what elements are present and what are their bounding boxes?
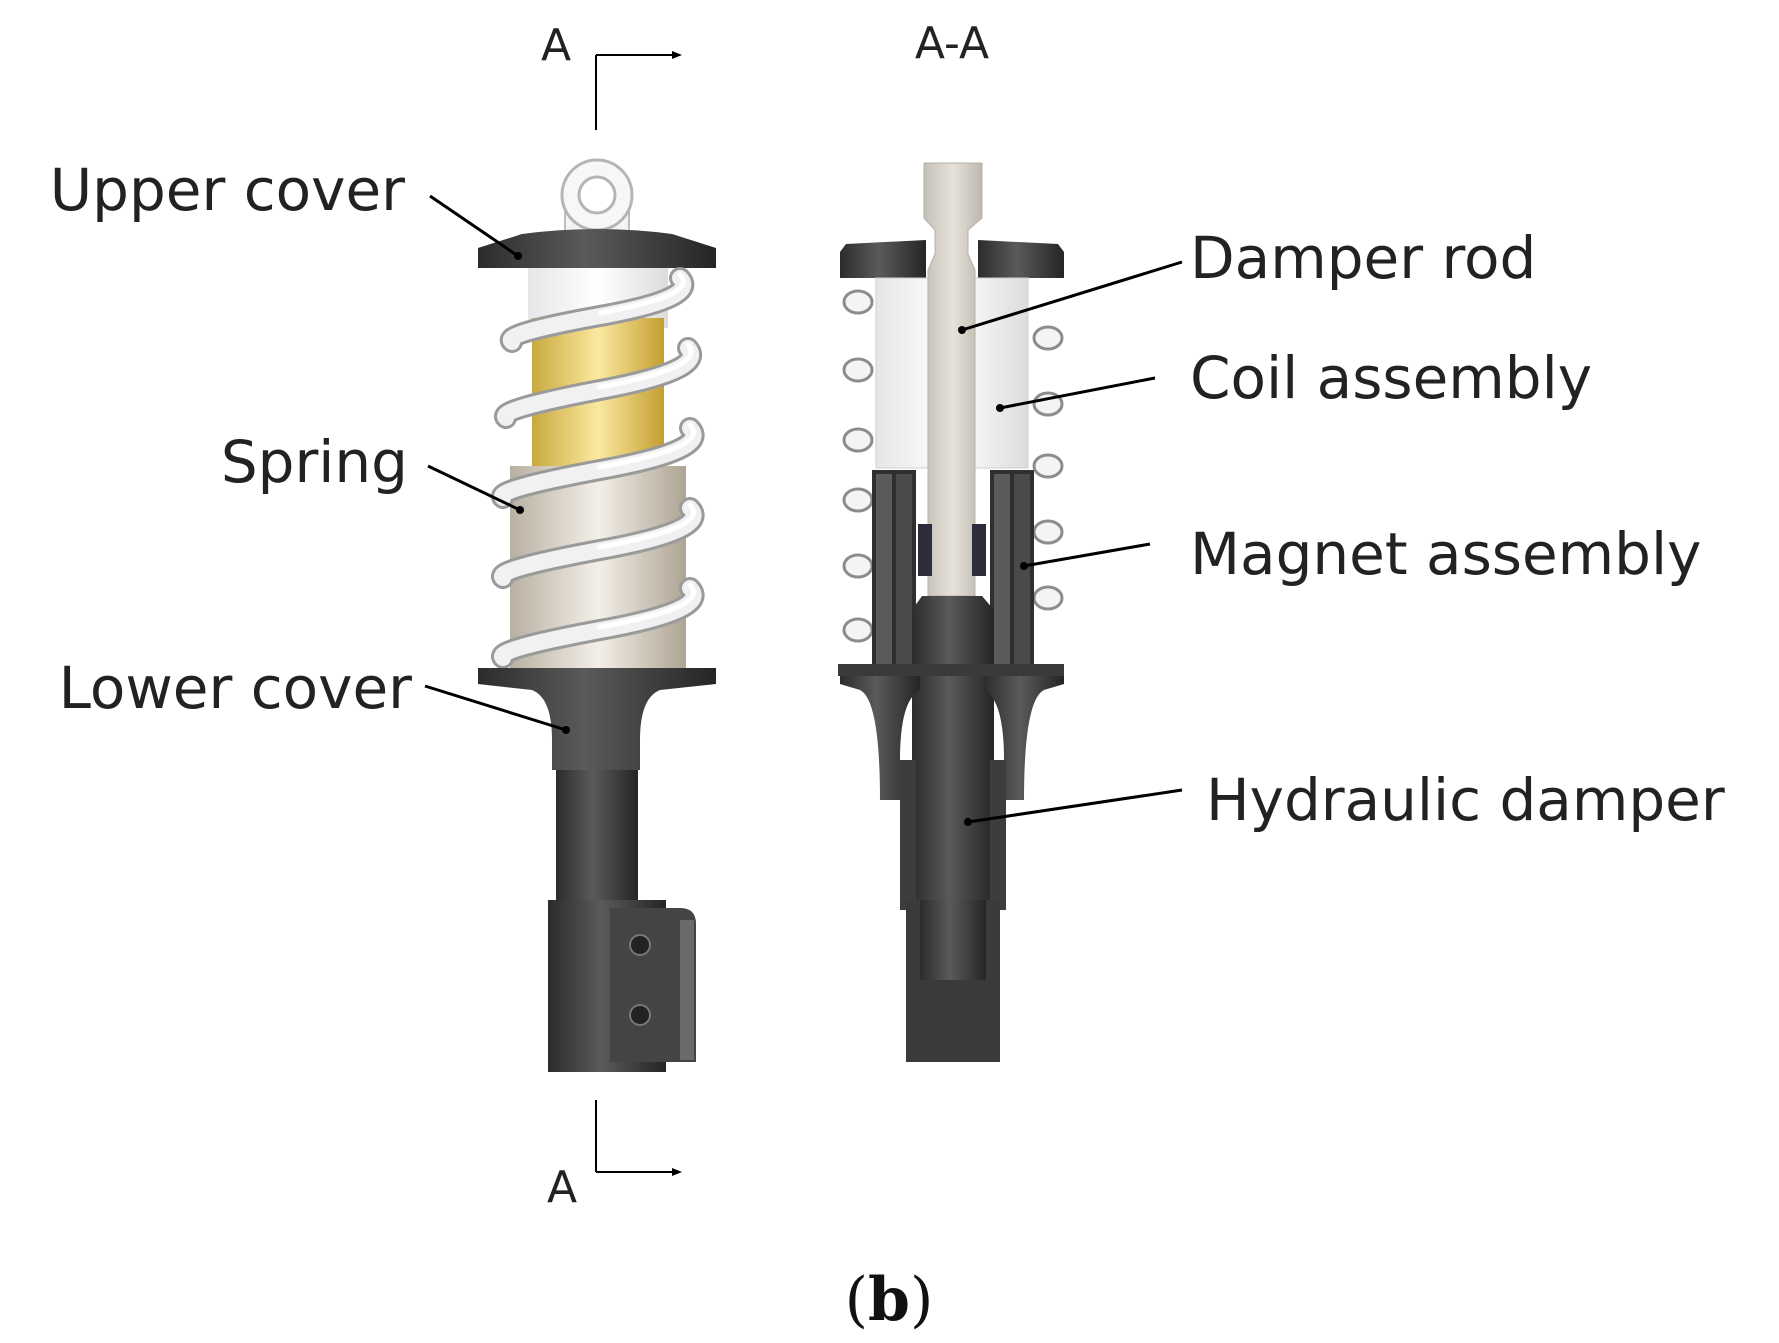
caption-open: ( — [845, 1265, 868, 1335]
figure-caption: (b) — [845, 1265, 934, 1335]
damper-tube — [556, 770, 638, 910]
section-lower-inner — [920, 900, 986, 980]
part-labels: Upper cover Spring Lower cover Damper ro… — [50, 156, 1725, 834]
leader-lines — [424, 194, 1183, 826]
upper-cover-part — [478, 229, 716, 268]
section-magnet-left — [872, 470, 916, 670]
bolt-hole-icon — [629, 1004, 651, 1026]
section-letter-top: A — [541, 20, 571, 71]
label-upper-cover: Upper cover — [50, 156, 405, 224]
label-damper-rod: Damper rod — [1190, 224, 1536, 292]
section-marker-top: A — [541, 20, 682, 130]
section-view — [838, 162, 1064, 1062]
section-hydraulic-cylinder — [912, 596, 994, 980]
section-arrow-bottom-icon — [672, 1168, 682, 1176]
spring-part — [490, 267, 705, 669]
leader-damper-rod — [961, 260, 1183, 332]
section-tube-wall-left — [900, 760, 916, 910]
lower-cover-part — [478, 668, 716, 770]
leader-upper-cover — [429, 194, 519, 258]
section-letter-bottom: A — [547, 1162, 577, 1213]
section-spring-right — [1032, 325, 1064, 611]
mounting-bracket — [610, 908, 696, 1062]
label-coil-assembly: Coil assembly — [1190, 344, 1592, 412]
section-piston-ring-left — [918, 524, 932, 576]
section-marker-bottom: A — [547, 1100, 682, 1213]
label-spring: Spring — [221, 428, 408, 496]
section-view-title: A-A — [915, 18, 989, 69]
caption-close: ) — [910, 1265, 933, 1335]
leader-magnet-assembly — [1023, 542, 1151, 568]
bolt-hole-icon — [629, 934, 651, 956]
leader-spring — [427, 464, 521, 512]
leader-lower-cover — [424, 684, 567, 732]
section-spring-left — [842, 289, 874, 643]
exterior-view — [478, 158, 716, 1072]
label-magnet-assembly: Magnet assembly — [1190, 520, 1701, 588]
label-hydraulic-damper: Hydraulic damper — [1206, 766, 1725, 834]
section-piston-ring-right — [972, 524, 986, 576]
section-magnet-right — [990, 470, 1034, 670]
leader-hydraulic-damper — [967, 788, 1183, 824]
leader-coil-assembly — [999, 376, 1156, 410]
section-lower-flange — [838, 664, 1064, 676]
section-arrow-top-icon — [672, 51, 682, 59]
caption-letter: b — [868, 1265, 910, 1335]
section-tube-wall-right — [990, 760, 1006, 910]
label-lower-cover: Lower cover — [59, 654, 413, 722]
section-upper-cover-right — [978, 240, 1064, 278]
section-upper-cover-left — [840, 240, 926, 278]
